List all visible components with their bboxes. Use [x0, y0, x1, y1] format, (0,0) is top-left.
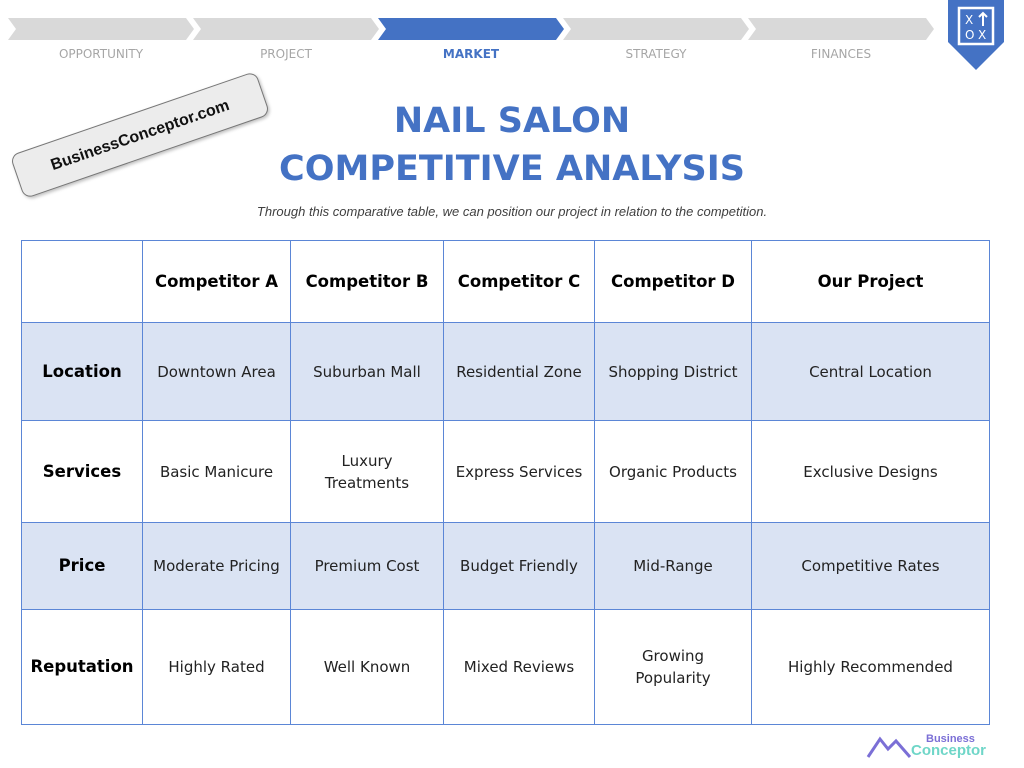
- table-cell: Well Known: [290, 609, 444, 725]
- table-cell: Express Services: [443, 420, 595, 523]
- table-cell: Basic Manicure: [142, 420, 291, 523]
- header-cell: Competitor A: [142, 240, 291, 323]
- table-cell: Central Location: [751, 322, 990, 421]
- table-cell: Growing Popularity: [594, 609, 752, 725]
- header-cell: Our Project: [751, 240, 990, 323]
- table-cell: Highly Rated: [142, 609, 291, 725]
- svg-text:X: X: [965, 13, 973, 27]
- table-cell: Competitive Rates: [751, 522, 990, 610]
- table-header-row: Competitor A Competitor B Competitor C C…: [21, 240, 990, 323]
- table-cell: Budget Friendly: [443, 522, 595, 610]
- business-conceptor-logo: Business Conceptor: [866, 733, 991, 761]
- row-label: Reputation: [21, 609, 143, 725]
- header-cell: Competitor B: [290, 240, 444, 323]
- table-cell: Mixed Reviews: [443, 609, 595, 725]
- table-cell: Shopping District: [594, 322, 752, 421]
- svg-text:O: O: [965, 28, 974, 42]
- logo-line2: Conceptor: [911, 742, 986, 759]
- header-cell: [21, 240, 143, 323]
- table-cell: Exclusive Designs: [751, 420, 990, 523]
- table-cell: Mid-Range: [594, 522, 752, 610]
- nav-step-label: OPPORTUNITY: [58, 47, 144, 61]
- row-label: Services: [21, 420, 143, 523]
- table-cell: Premium Cost: [290, 522, 444, 610]
- header-cell: Competitor D: [594, 240, 752, 323]
- competitive-analysis-table: Competitor A Competitor B Competitor C C…: [21, 240, 990, 725]
- nav-step-label: STRATEGY: [625, 47, 687, 61]
- table-cell: Luxury Treatments: [290, 420, 444, 523]
- nav-step-label: MARKET: [442, 47, 500, 61]
- header-cell: Competitor C: [443, 240, 595, 323]
- row-label: Price: [21, 522, 143, 610]
- page-title-line1: NAIL SALON: [393, 101, 631, 141]
- nav-step-label: FINANCES: [810, 47, 872, 61]
- table-cell: Organic Products: [594, 420, 752, 523]
- nav-step-label: PROJECT: [260, 47, 312, 61]
- page-subtitle: Through this comparative table, we can p…: [256, 204, 768, 219]
- table-cell: Suburban Mall: [290, 322, 444, 421]
- table-cell: Highly Recommended: [751, 609, 990, 725]
- table-cell: Moderate Pricing: [142, 522, 291, 610]
- row-label: Location: [21, 322, 143, 421]
- table-cell: Downtown Area: [142, 322, 291, 421]
- page-title-line2: COMPETITIVE ANALYSIS: [279, 149, 745, 189]
- logo-line1: Business: [926, 733, 975, 745]
- mountain-icon: [866, 736, 912, 758]
- svg-text:X: X: [978, 28, 986, 42]
- table-cell: Residential Zone: [443, 322, 595, 421]
